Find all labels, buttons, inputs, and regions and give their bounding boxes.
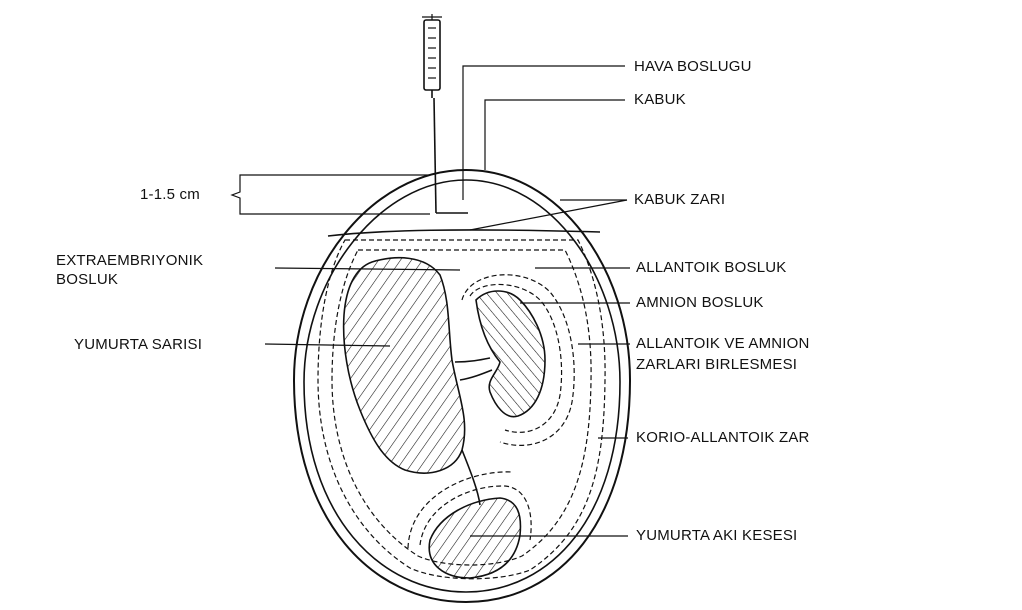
amnion-embryo [476,291,545,417]
yolk-sac [344,258,465,473]
air-cell-line [328,230,600,236]
label-birlesme-line1: ALLANTOIK VE AMNION [636,335,810,352]
label-measure: 1-1.5 cm [140,186,200,203]
label-extraembriyonik-line1: EXTRAEMBRIYONIK [56,252,203,269]
label-yumurta-aki-kesesi: YUMURTA AKI KESESI [636,527,797,544]
label-birlesme-line2: ZARLARI BIRLESMESI [636,356,797,373]
label-kabuk: KABUK [634,91,686,108]
label-kabuk-zari: KABUK ZARI [634,191,725,208]
label-extraembriyonik-line2: BOSLUK [56,271,118,288]
syringe-icon [422,14,468,213]
label-allantoik-bosluk: ALLANTOIK BOSLUK [636,259,786,276]
label-yumurta-sarisi: YUMURTA SARISI [74,336,202,353]
measure-bracket [232,175,430,214]
label-korio-allantoik: KORIO-ALLANTOIK ZAR [636,429,810,446]
label-amnion-bosluk: AMNION BOSLUK [636,294,764,311]
albumen-sac [429,498,520,578]
label-hava-boslugu: HAVA BOSLUGU [634,58,752,75]
